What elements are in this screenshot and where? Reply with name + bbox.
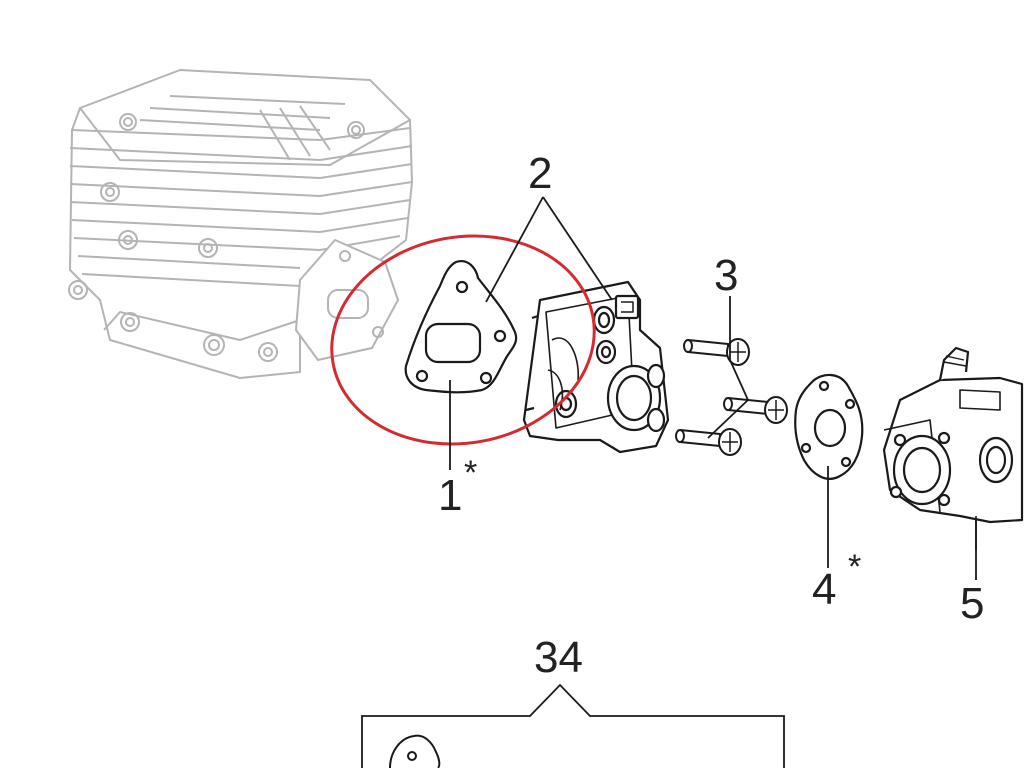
leader-3-branch-a — [729, 359, 749, 401]
callout-2: 2 — [528, 149, 553, 198]
highlight-circle — [330, 234, 596, 446]
leader-2-manifold — [542, 196, 613, 301]
callout-4: 4 — [812, 565, 837, 614]
leader-3-branch-b — [707, 399, 749, 439]
carb-gasket-drawing — [794, 373, 864, 480]
screw-middle — [723, 396, 788, 424]
screw-top — [683, 338, 750, 366]
screw-bottom — [675, 428, 742, 456]
carburetor-drawing — [882, 346, 1024, 550]
intake-manifold-drawing — [522, 280, 670, 454]
kit-bracket — [361, 683, 785, 768]
callout-1-asterisk: * — [464, 454, 478, 492]
screws-drawing — [675, 338, 788, 456]
callout-4-asterisk: * — [848, 548, 862, 586]
kit-part-partial — [389, 734, 441, 768]
callout-1: 1 — [438, 471, 463, 520]
callout-34: 34 — [534, 633, 583, 682]
cylinder-drawing — [68, 69, 413, 379]
callout-5: 5 — [960, 579, 985, 628]
gasket-drawing — [404, 260, 518, 394]
leader-2-gasket — [485, 196, 544, 303]
callout-3: 3 — [714, 251, 739, 300]
leader-lines — [449, 196, 977, 580]
